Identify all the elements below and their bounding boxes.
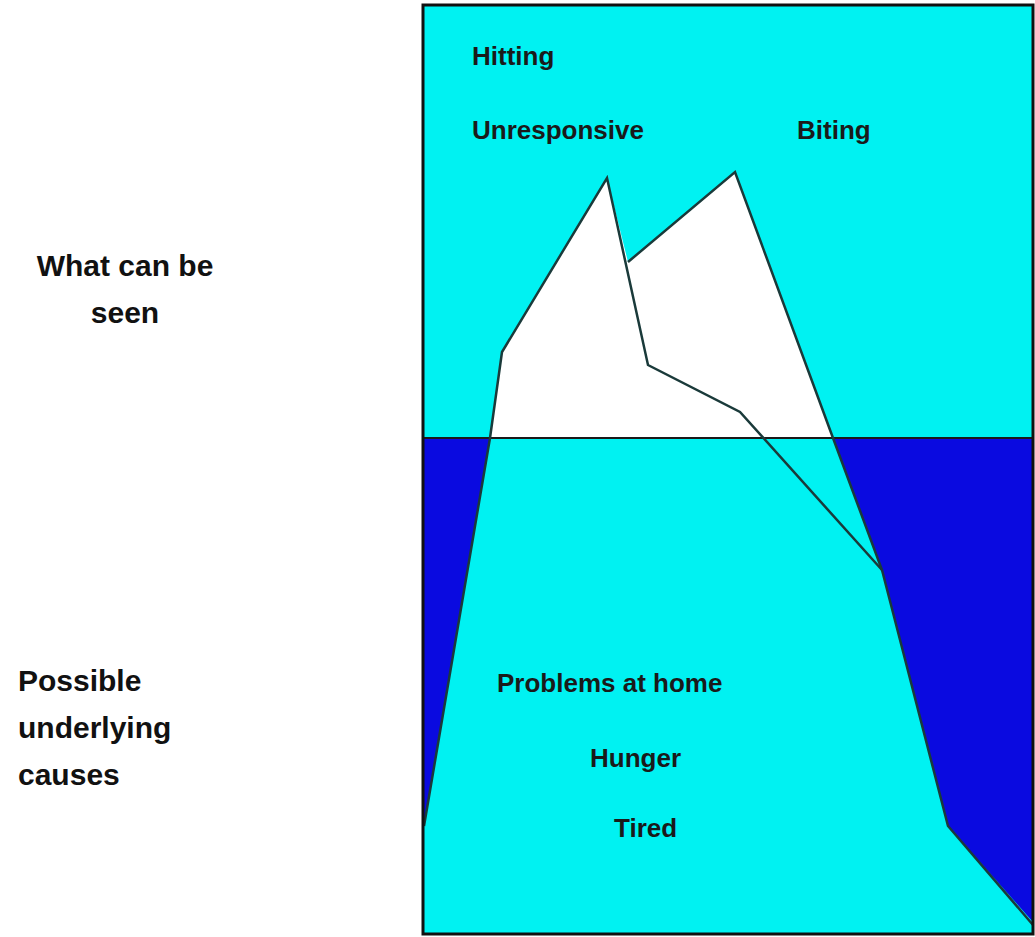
waterline bbox=[423, 437, 1033, 439]
iceberg-outline-left bbox=[424, 178, 882, 826]
cause-label: Hunger bbox=[590, 742, 681, 774]
behaviour-label: Biting bbox=[797, 114, 871, 146]
behaviour-label: Unresponsive bbox=[472, 114, 644, 146]
diagram-frame bbox=[423, 5, 1033, 934]
sea-frame-fill bbox=[423, 5, 1033, 934]
cause-label: Problems at home bbox=[497, 667, 722, 699]
cause-label: Tired bbox=[614, 812, 677, 844]
iceberg-outline-right bbox=[628, 172, 1033, 925]
deep-water-right bbox=[833, 438, 1033, 922]
section-label: Possible underlying causes bbox=[18, 657, 233, 798]
behaviour-label: Hitting bbox=[472, 40, 554, 72]
iceberg-tip bbox=[490, 172, 833, 438]
section-label: What can be seen bbox=[25, 242, 225, 336]
